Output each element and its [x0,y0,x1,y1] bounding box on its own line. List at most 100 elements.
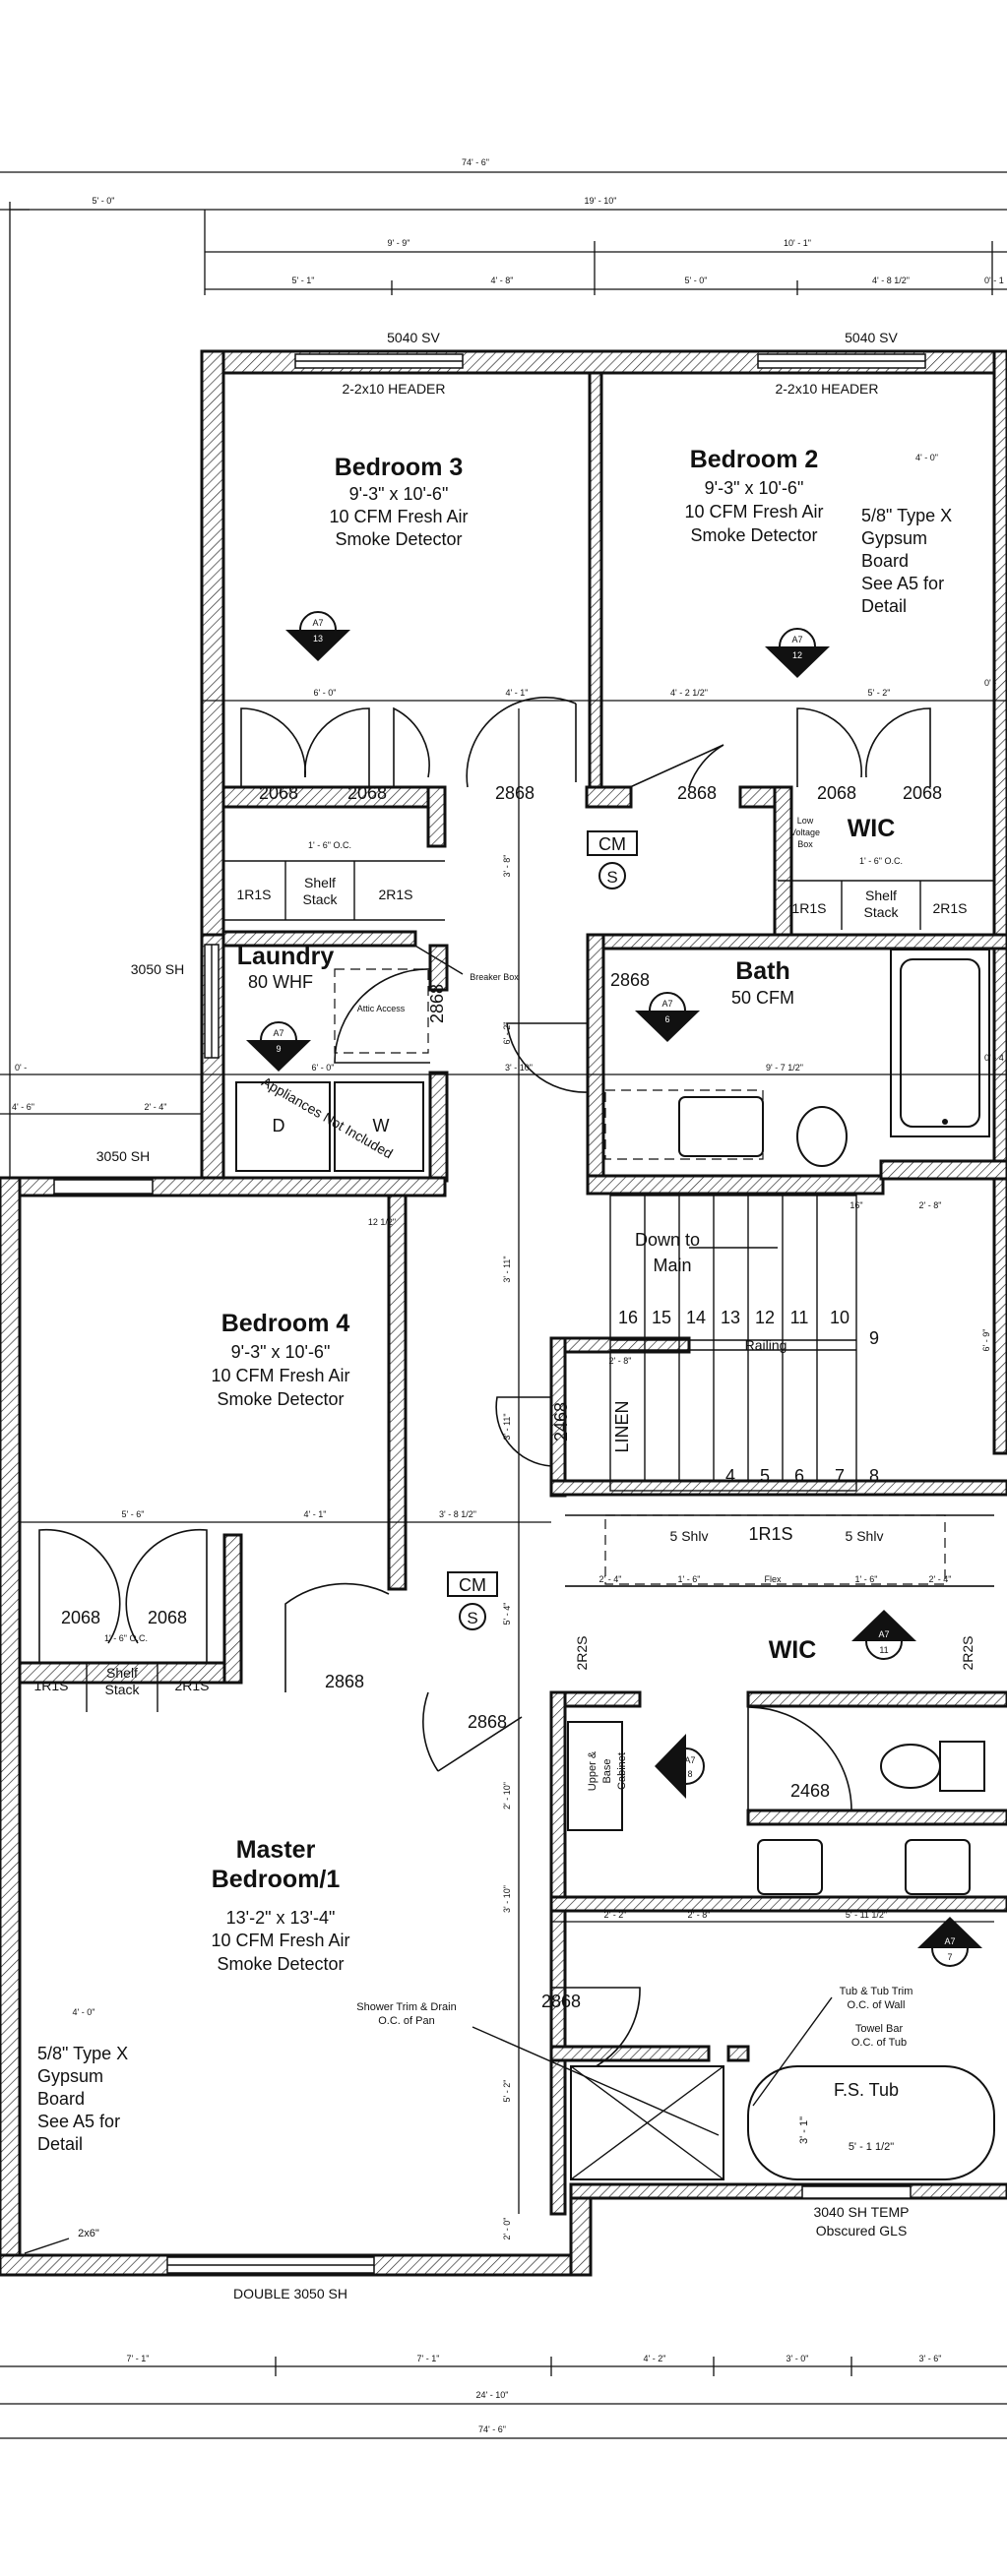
shelf-mwic-5shlv-2: 5 Shlv [846,1528,884,1544]
tag-s-2: S [467,1609,477,1627]
room-laundry-name: Laundry [237,943,335,970]
shelf-b3-stack: Stack [302,891,338,907]
room-bedroom-2-smoke: Smoke Detector [690,525,817,545]
shelf-mwic-5shlv-1: 5 Shlv [670,1528,709,1544]
svg-text:7: 7 [947,1952,952,1962]
dim-mb-b: 2' - 8" [688,1910,711,1920]
room-master-size: 13'-2" x 13'-4" [226,1908,336,1928]
dim-top-h: 4' - 8 1/2" [872,276,910,285]
room-bedroom-4-name: Bedroom 4 [221,1310,350,1337]
svg-text:A7: A7 [878,1629,889,1639]
shelf-b4-oc: 1' - 6" O.C. [104,1633,148,1643]
dim-b3-hall: 4' - 1" [506,688,529,698]
header-b3: 2-2x10 HEADER [342,381,445,397]
svg-text:8: 8 [687,1769,692,1779]
shelving: 1R1S Shelf Stack 2R1S 1' - 6" O.C. 1R1S … [20,840,994,1712]
note-tub-trim-2: O.C. of Wall [848,1999,906,2011]
dim-wic-d: 2' - 4" [929,1574,952,1584]
shelf-b4-2r1s: 2R1S [174,1678,209,1693]
room-bedroom-4-size: 9'-3" x 10'-6" [231,1342,331,1362]
door-master: 2868 [468,1712,507,1732]
stair-15: 15 [652,1308,671,1327]
dim-mb-c: 5' - 11 1/2" [846,1910,887,1920]
room-bath-fan: 50 CFM [731,988,794,1008]
room-wic-b2: WIC [848,815,896,842]
shelf-b4-shelf: Shelf [106,1665,138,1681]
dim-b2-closet: 4' - 2 1/2" [670,688,708,698]
note-low-volt-1: Low [797,816,814,826]
note-stud: 2x6" [78,2228,99,2239]
door-wic-1: 2068 [817,783,856,803]
room-bedroom-3-air: 10 CFM Fresh Air [329,507,468,526]
dim-hall-v1: 3' - 8" [502,855,512,878]
shelf-mwic-2r2s-right: 2R2S [960,1635,976,1670]
window-master: DOUBLE 3050 SH [233,2286,347,2301]
room-wic-master: WIC [769,1636,817,1664]
dim-sixteen: 16" [850,1200,862,1210]
dim-v-2-0: 2' - 0" [502,2218,512,2240]
shelf-b3-2r1s: 2R1S [378,887,412,902]
shelf-b4-1r1s: 1R1S [33,1678,68,1693]
shelf-b4-stack: Stack [104,1682,140,1697]
stair-4: 4 [725,1466,735,1486]
dim-six-9: 6' - 9" [981,1329,991,1352]
shelf-wic-oc: 1' - 6" O.C. [859,856,903,866]
detector-tags: CM S CM S [447,830,638,1630]
svg-text:A7: A7 [312,618,323,628]
dim-wic-flex: Flex [764,1574,782,1584]
door-hall-b3: 2868 [495,783,535,803]
dim-hall-v2: 6' - 2" [502,1022,512,1045]
shelf-mwic-2r2s-left: 2R2S [574,1635,590,1670]
note-gyp-b2-2: Gypsum [861,528,927,548]
dim-tub-v: 3' - 1" [798,2116,810,2144]
note-gyp-mb-5: Detail [37,2134,83,2154]
tag-cm-2: CM [459,1575,486,1595]
note-shower-trim-1: Shower Trim & Drain [356,2001,456,2013]
stair-5: 5 [760,1466,770,1486]
note-breaker: Breaker Box [470,972,519,982]
note-gyp-mb-2: Gypsum [37,2066,103,2086]
stair-10: 10 [830,1308,850,1327]
dim-wic-a: 2' - 4" [599,1574,622,1584]
shelf-mwic-1r1s: 1R1S [748,1524,792,1544]
windows: 5040 SV 5040 SV 3050 SH 3050 SH DOUBLE 3… [53,330,926,2301]
dim-top-e: 5' - 1" [292,276,315,285]
window-laundry: 3050 SH [131,961,184,977]
dim-left-4-6: 4' - 6" [12,1102,34,1112]
dim-top-i: 0' - 1 [984,276,1004,285]
walls [0,349,1007,2277]
note-gyp-mb-1: 5/8" Type X [37,2044,128,2063]
room-master-air: 10 CFM Fresh Air [211,1931,349,1950]
top-dimensions: 74' - 6" 5' - 0" 19' - 10" 9' - 9" 10' -… [0,157,1007,1181]
note-gyp-b2-3: Board [861,551,909,571]
door-linen: 2468 [551,1402,571,1441]
dim-bot-c: 4' - 2" [644,2354,666,2363]
dim-twelve-half: 12 1/2" [368,1217,396,1227]
dim-top-d: 10' - 1" [784,238,811,248]
tag-cm-1: CM [598,834,626,854]
dim-b4-closet: 5' - 6" [122,1509,145,1519]
dim-bot-e: 3' - 6" [919,2354,942,2363]
room-bedroom-2-air: 10 CFM Fresh Air [684,502,823,521]
fixture-fs-tub: F.S. Tub [834,2080,899,2100]
dim-top-g: 5' - 0" [685,276,708,285]
door-b4-closet-2: 2068 [148,1608,187,1627]
note-gyp-b2-1: 5/8" Type X [861,506,952,525]
svg-text:12: 12 [792,650,802,660]
stairs-railing: Railing [745,1337,787,1353]
room-bath-name: Bath [735,957,790,985]
dim-top-f: 4' - 8" [491,276,514,285]
dim-bot-d: 3' - 0" [787,2354,809,2363]
room-bedroom-4-smoke: Smoke Detector [217,1389,344,1409]
room-master-name-1: Master [236,1836,316,1864]
fixtures: D W Appliances Not Included Attic Access… [235,949,995,2180]
room-linen: LINEN [612,1400,632,1452]
section-a7-13: A7 13 [285,611,350,661]
note-low-volt-3: Box [797,839,813,849]
stairs-down-2: Main [653,1256,691,1275]
dim-two-8: 2' - 8" [919,1200,942,1210]
stairs-down-1: Down to [635,1230,700,1250]
dim-v-2-10: 2' - 10" [502,1782,512,1809]
dim-b4-hall: 4' - 1" [304,1509,327,1519]
shelf-wic-1r1s: 1R1S [791,900,826,916]
